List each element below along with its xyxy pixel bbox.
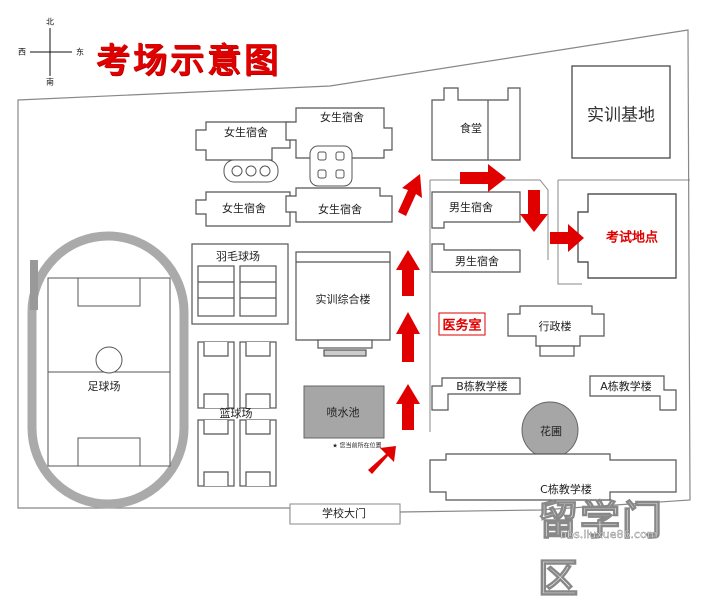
girls-dorm-2-shape <box>285 107 393 159</box>
compass-north: 北 <box>46 17 54 27</box>
table-area-1 <box>223 159 279 183</box>
label-canteen[interactable]: 食堂 <box>460 122 482 135</box>
canteen-shape <box>431 87 521 161</box>
label-fountain-note: ★ 您当前所在位置 <box>332 442 382 450</box>
watermark-logo: 留学门区 <box>537 497 664 602</box>
label-boys-dorm-2[interactable]: 男生宿舍 <box>455 255 499 268</box>
building-a-shape <box>589 375 677 411</box>
label-training-base[interactable]: 实训基地 <box>587 105 655 126</box>
label-building-b[interactable]: B栋教学楼 <box>456 380 508 393</box>
label-clinic[interactable]: 医务室 <box>438 312 486 336</box>
fountain-shape <box>303 385 385 439</box>
route-arrow-2 <box>396 384 420 430</box>
route-arrow-3 <box>396 312 420 362</box>
watermark-url: bbs.liuxue86.com <box>560 528 658 541</box>
route-arrow-1 <box>368 446 396 474</box>
campus-map <box>17 28 691 525</box>
compass-rose <box>30 28 72 76</box>
route-arrow-5 <box>398 174 422 216</box>
label-garden[interactable]: 花圃 <box>540 425 562 438</box>
badminton-shape <box>191 243 289 325</box>
label-girls-dorm-2[interactable]: 女生宿舍 <box>320 111 364 124</box>
table-area-2 <box>309 145 353 187</box>
label-building-c[interactable]: C栋教学楼 <box>540 483 592 496</box>
admin-building-shape <box>507 305 605 357</box>
label-admin-building[interactable]: 行政楼 <box>538 320 572 333</box>
route-arrow-6 <box>460 164 506 192</box>
label-basketball[interactable]: 篮球场 <box>219 407 253 420</box>
route-arrow-8 <box>550 224 584 252</box>
gate-shape <box>289 503 401 525</box>
label-gate[interactable]: 学校大门 <box>322 507 366 520</box>
route-arrows <box>368 164 584 474</box>
compass-east: 东 <box>76 47 84 57</box>
exam-site-shape <box>577 193 677 279</box>
label-football[interactable]: 足球场 <box>87 380 121 393</box>
compass-west: 西 <box>18 47 26 57</box>
exam-site-path <box>557 179 690 285</box>
label-boys-dorm-1[interactable]: 男生宿舍 <box>449 201 493 214</box>
label-building-a[interactable]: A栋教学楼 <box>600 380 652 393</box>
training-building-shape <box>295 251 391 357</box>
building-b-shape <box>431 377 521 411</box>
boys-dorm-2-shape <box>431 243 521 273</box>
label-girls-dorm-3[interactable]: 女生宿舍 <box>222 202 266 215</box>
label-exam-site[interactable]: 考试地点 <box>605 230 659 246</box>
route-arrow-7 <box>520 190 548 232</box>
label-girls-dorm-1[interactable]: 女生宿舍 <box>224 126 268 139</box>
boys-dorm-1-shape <box>431 191 521 229</box>
label-girls-dorm-4[interactable]: 女生宿舍 <box>318 203 362 216</box>
label-badminton[interactable]: 羽毛球场 <box>216 250 260 263</box>
girls-dorm-4-shape <box>285 187 393 223</box>
compass-south: 南 <box>46 77 54 87</box>
training-base-shape <box>571 65 671 159</box>
building-c-shape <box>429 453 677 501</box>
label-training-building[interactable]: 实训综合楼 <box>315 293 371 306</box>
basketball-shape <box>197 341 277 487</box>
map-title: 考场示意图 <box>96 41 281 81</box>
route-arrow-4 <box>396 250 420 296</box>
running-track <box>27 231 189 509</box>
label-fountain[interactable]: 喷水池 <box>326 406 360 419</box>
